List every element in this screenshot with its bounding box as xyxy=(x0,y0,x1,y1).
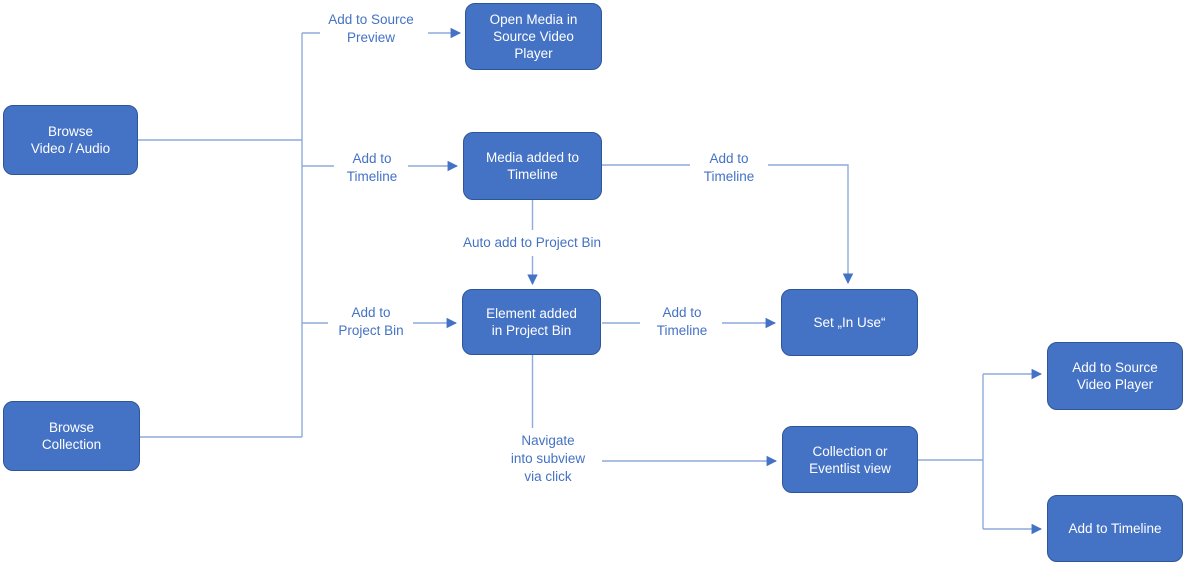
node-browse-collection[interactable]: Browse Collection xyxy=(3,401,140,471)
edge-label-add-to-source-preview: Add to Source Preview xyxy=(328,12,414,45)
node-open-media-in-source-video-player[interactable]: Open Media in Source Video Player xyxy=(465,3,602,70)
node-add-to-source-video-player[interactable]: Add to Source Video Player xyxy=(1047,342,1183,410)
node-set-in-use[interactable]: Set „In Use“ xyxy=(781,289,918,356)
node-media-added-to-timeline[interactable]: Media added to Timeline xyxy=(463,132,602,200)
edge-label-add-to-timeline-right: Add to Timeline xyxy=(703,151,755,184)
edge-label-auto-add-to-project-bin: Auto add to Project Bin xyxy=(462,235,602,250)
node-collection-or-eventlist-view[interactable]: Collection or Eventlist view xyxy=(782,426,918,493)
edge-label-add-to-timeline-middle: Add to Timeline xyxy=(656,305,708,338)
edge-label-add-to-project-bin: Add to Project Bin xyxy=(338,305,404,338)
node-browse-video-audio[interactable]: Browse Video / Audio xyxy=(3,105,138,175)
edge-label-navigate-into-subview-via-click: Navigate into subview via click xyxy=(510,433,586,484)
node-element-added-in-project-bin[interactable]: Element added in Project Bin xyxy=(462,289,601,355)
edge-label-add-to-timeline-top: Add to Timeline xyxy=(346,151,398,184)
node-add-to-timeline[interactable]: Add to Timeline xyxy=(1047,495,1183,562)
